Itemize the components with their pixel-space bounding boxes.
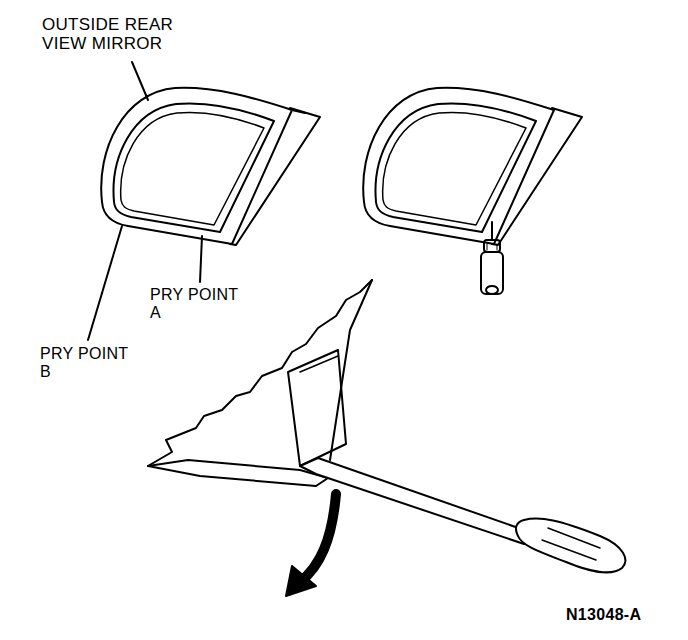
leader-line bbox=[88, 226, 122, 340]
bulb-socket bbox=[481, 222, 503, 294]
arrow-head bbox=[286, 566, 316, 596]
pry-detail bbox=[148, 280, 625, 572]
leader-line bbox=[132, 62, 148, 100]
pry-point-label: PRY POINT A bbox=[150, 286, 245, 321]
figure-number: N13048-A bbox=[566, 606, 676, 624]
mirror-left bbox=[101, 88, 320, 245]
pry-point-label: PRY POINT B bbox=[40, 345, 135, 380]
part-name: OUTSIDE REAR VIEW MIRROR bbox=[42, 16, 192, 53]
mirror-right bbox=[363, 88, 582, 245]
leader-line bbox=[200, 236, 202, 282]
direction-arrow bbox=[300, 494, 336, 582]
